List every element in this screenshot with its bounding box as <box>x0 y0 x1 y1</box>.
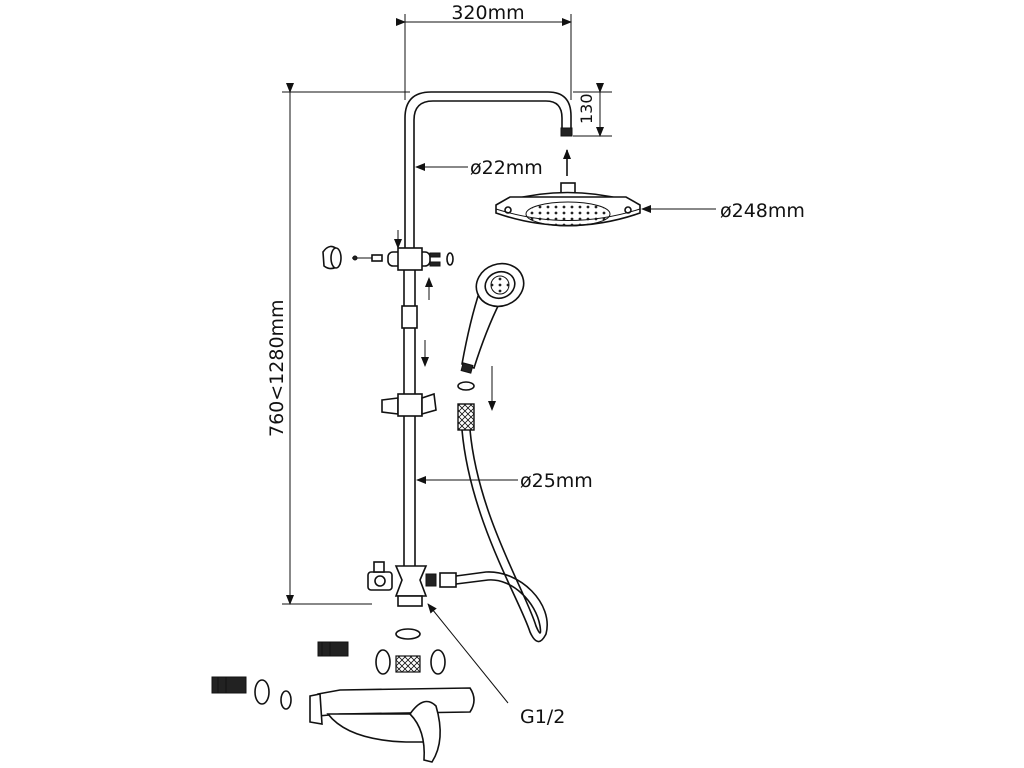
width-label: 320mm <box>451 2 524 24</box>
head-diameter-callout: ø248mm <box>641 200 805 222</box>
eccentric-connector-lower <box>211 676 247 694</box>
thread-label: G1/2 <box>520 706 565 728</box>
upper-clamp <box>387 230 454 300</box>
sliding-collar <box>401 305 418 329</box>
hose <box>439 429 548 643</box>
drop-label: 130 <box>577 93 596 124</box>
wall-flange-right <box>430 649 446 675</box>
washer-lower <box>280 690 292 710</box>
eccentric-connector-upper <box>317 641 349 657</box>
hose-nut <box>457 403 475 431</box>
height-dimension: 760<1280mm <box>266 83 410 605</box>
width-dimension: 320mm <box>396 2 572 100</box>
slide-holder <box>381 392 437 417</box>
drop-dimension: 130 <box>573 83 612 137</box>
rain-shower-head <box>495 182 641 227</box>
hand-washer <box>457 381 475 391</box>
wall-flange-lower <box>254 679 270 705</box>
height-label: 760<1280mm <box>266 299 288 437</box>
diverter <box>367 561 437 607</box>
lower-diameter-label: ø25mm <box>520 470 593 492</box>
connector-washer <box>395 628 421 640</box>
wall-bracket <box>322 245 383 270</box>
upper-diameter-label: ø22mm <box>470 157 543 179</box>
upper-pipe <box>404 91 573 255</box>
connector-nipple <box>395 655 421 673</box>
upper-diameter-callout: ø22mm <box>415 157 543 179</box>
mixer-valve <box>309 687 475 763</box>
wall-flange-upper <box>375 649 391 675</box>
hand-shower <box>460 262 525 374</box>
head-diameter-label: ø248mm <box>720 200 805 222</box>
thread-callout: G1/2 <box>427 603 565 728</box>
lower-diameter-callout: ø25mm <box>416 470 593 492</box>
